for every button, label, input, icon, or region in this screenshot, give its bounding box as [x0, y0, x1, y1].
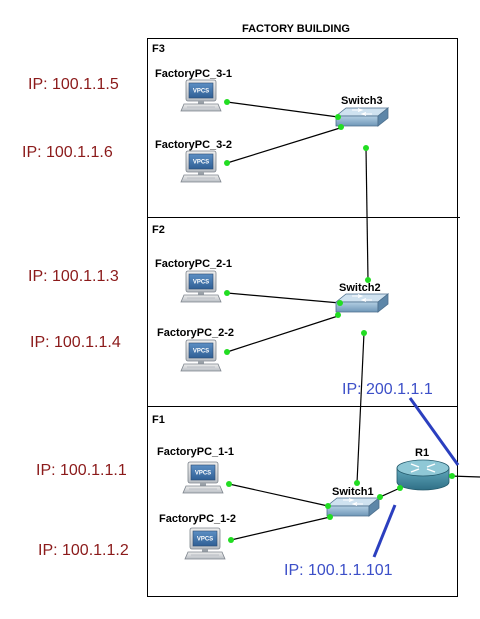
vpcs-badge: VPCS — [193, 89, 209, 95]
port-dots — [224, 99, 455, 543]
vpcs-badge: VPCS — [193, 349, 209, 355]
link-pc12-sw1 — [230, 516, 331, 541]
pc-node-factorypc-1-2[interactable]: VPCS — [184, 527, 226, 560]
ip-label-factorypc-1-1: IP: 100.1.1.1 — [36, 462, 127, 479]
lan-ip-marker — [372, 504, 397, 558]
ip-label-factorypc-2-2: IP: 100.1.1.4 — [30, 334, 121, 351]
port-dot — [361, 330, 367, 336]
pc-node-factorypc-3-1[interactable]: VPCS — [180, 79, 222, 112]
router-wan-ip-label: IP: 200.1.1.1 — [342, 381, 433, 398]
pc-node-factorypc-3-2[interactable]: VPCS — [180, 150, 222, 183]
port-dot — [325, 503, 331, 509]
port-dot — [224, 99, 230, 105]
switch2-node[interactable] — [335, 293, 389, 313]
port-dot — [354, 480, 360, 486]
link-sw3-sw2 — [365, 147, 369, 281]
port-dot — [224, 349, 230, 355]
port-dot — [449, 473, 455, 479]
link-pc21-sw2 — [226, 292, 341, 304]
port-dot — [337, 300, 343, 306]
vpcs-pc-icon — [180, 270, 222, 303]
port-dot — [363, 145, 369, 151]
pc-node-factorypc-2-2[interactable]: VPCS — [180, 339, 222, 372]
port-dot — [397, 485, 403, 491]
vpcs-pc-icon — [180, 150, 222, 183]
vpcs-badge: VPCS — [193, 280, 209, 286]
switch1-node[interactable] — [326, 497, 380, 517]
switch3-label: Switch3 — [341, 95, 383, 107]
pc-node-factorypc-2-1[interactable]: VPCS — [180, 270, 222, 303]
port-dot — [365, 277, 371, 283]
pc-label-factorypc-3-1: FactoryPC_3-1 — [155, 68, 232, 80]
vpcs-badge: VPCS — [193, 160, 209, 166]
port-dot — [224, 160, 230, 166]
ip-label-factorypc-3-1: IP: 100.1.1.5 — [28, 76, 119, 93]
building-frame — [147, 38, 458, 597]
switch1-label: Switch1 — [332, 486, 374, 498]
diagram-title: FACTORY BUILDING — [242, 23, 350, 35]
pc-label-factorypc-3-2: FactoryPC_3-2 — [155, 139, 232, 151]
floor-label-f3: F3 — [152, 43, 165, 55]
vpcs-badge: VPCS — [197, 537, 213, 543]
switch-icon — [335, 293, 389, 313]
link-pc22-sw2 — [226, 315, 339, 353]
port-dot — [226, 481, 232, 487]
router-icon — [396, 459, 450, 491]
floor-label-f2: F2 — [152, 224, 165, 236]
switch-icon — [326, 497, 380, 517]
link-sw2-sw1 — [356, 332, 365, 484]
link-pc32-sw3 — [226, 127, 341, 164]
link-pc31-sw3 — [226, 101, 339, 118]
vpcs-pc-icon — [182, 461, 224, 494]
port-dot — [327, 514, 333, 520]
ip-label-factorypc-2-1: IP: 100.1.1.3 — [28, 268, 119, 285]
floor-label-f1: F1 — [152, 414, 165, 426]
switch2-label: Switch2 — [339, 282, 381, 294]
pc-label-factorypc-2-1: FactoryPC_2-1 — [155, 258, 232, 270]
link-r1-external — [449, 475, 480, 478]
vpcs-pc-icon — [180, 79, 222, 112]
router-lan-ip-label: IP: 100.1.1.101 — [284, 562, 393, 579]
port-dot — [335, 114, 341, 120]
pc-label-factorypc-1-1: FactoryPC_1-1 — [157, 446, 234, 458]
port-dot — [377, 494, 383, 500]
link-sw1-r1 — [379, 487, 401, 498]
pc-label-factorypc-2-2: FactoryPC_2-2 — [157, 327, 234, 339]
port-dot — [335, 312, 341, 318]
switch-icon — [335, 107, 389, 127]
port-dot — [224, 290, 230, 296]
vpcs-badge: VPCS — [195, 471, 211, 477]
port-dot — [338, 124, 344, 130]
port-dot — [228, 537, 234, 543]
vpcs-pc-icon — [184, 527, 226, 560]
link-pc11-sw1 — [228, 483, 329, 507]
ip-label-factorypc-3-2: IP: 100.1.1.6 — [22, 144, 113, 161]
pc-node-factorypc-1-1[interactable]: VPCS — [182, 461, 224, 494]
router-r1-label: R1 — [415, 447, 429, 459]
wan-ip-marker — [408, 397, 460, 466]
switch3-node[interactable] — [335, 107, 389, 127]
router-r1-node[interactable] — [396, 459, 450, 491]
links — [226, 101, 480, 541]
vpcs-pc-icon — [180, 339, 222, 372]
ip-label-factorypc-1-2: IP: 100.1.1.2 — [38, 542, 129, 559]
pc-label-factorypc-1-2: FactoryPC_1-2 — [159, 513, 236, 525]
